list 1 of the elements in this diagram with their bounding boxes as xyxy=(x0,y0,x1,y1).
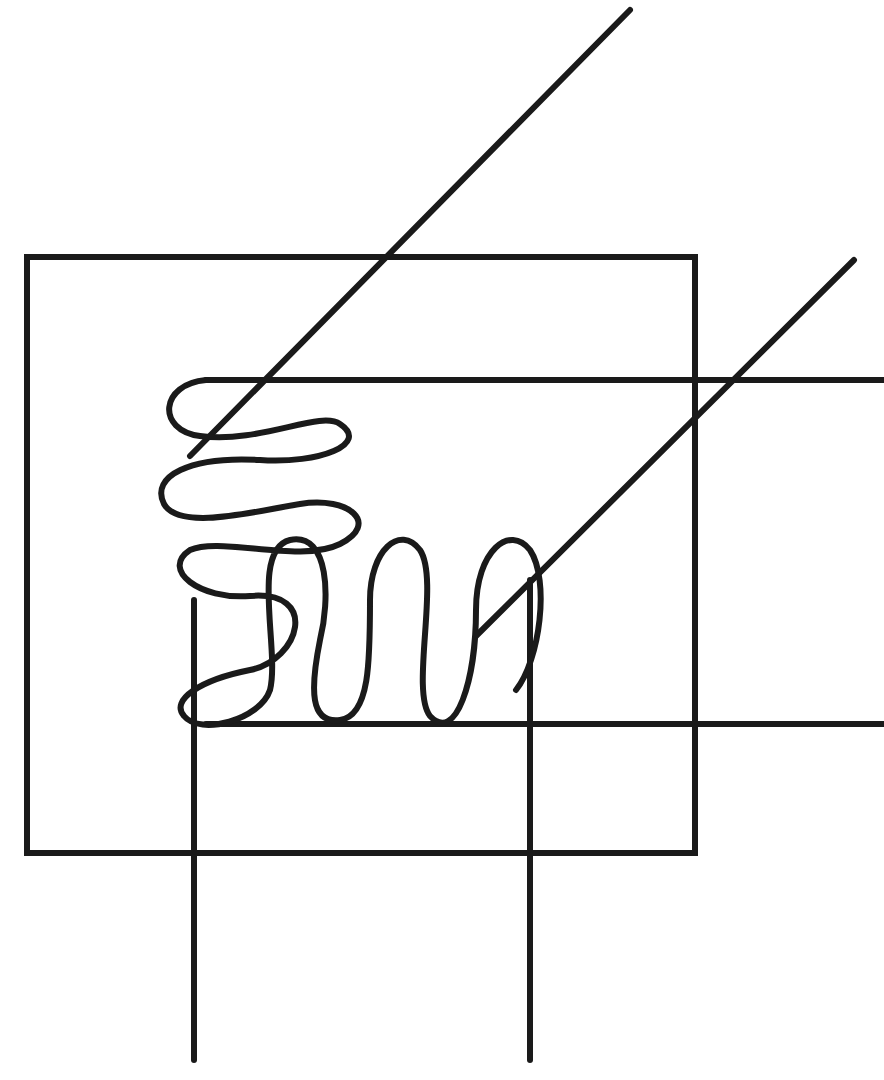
square-outline xyxy=(24,254,698,856)
